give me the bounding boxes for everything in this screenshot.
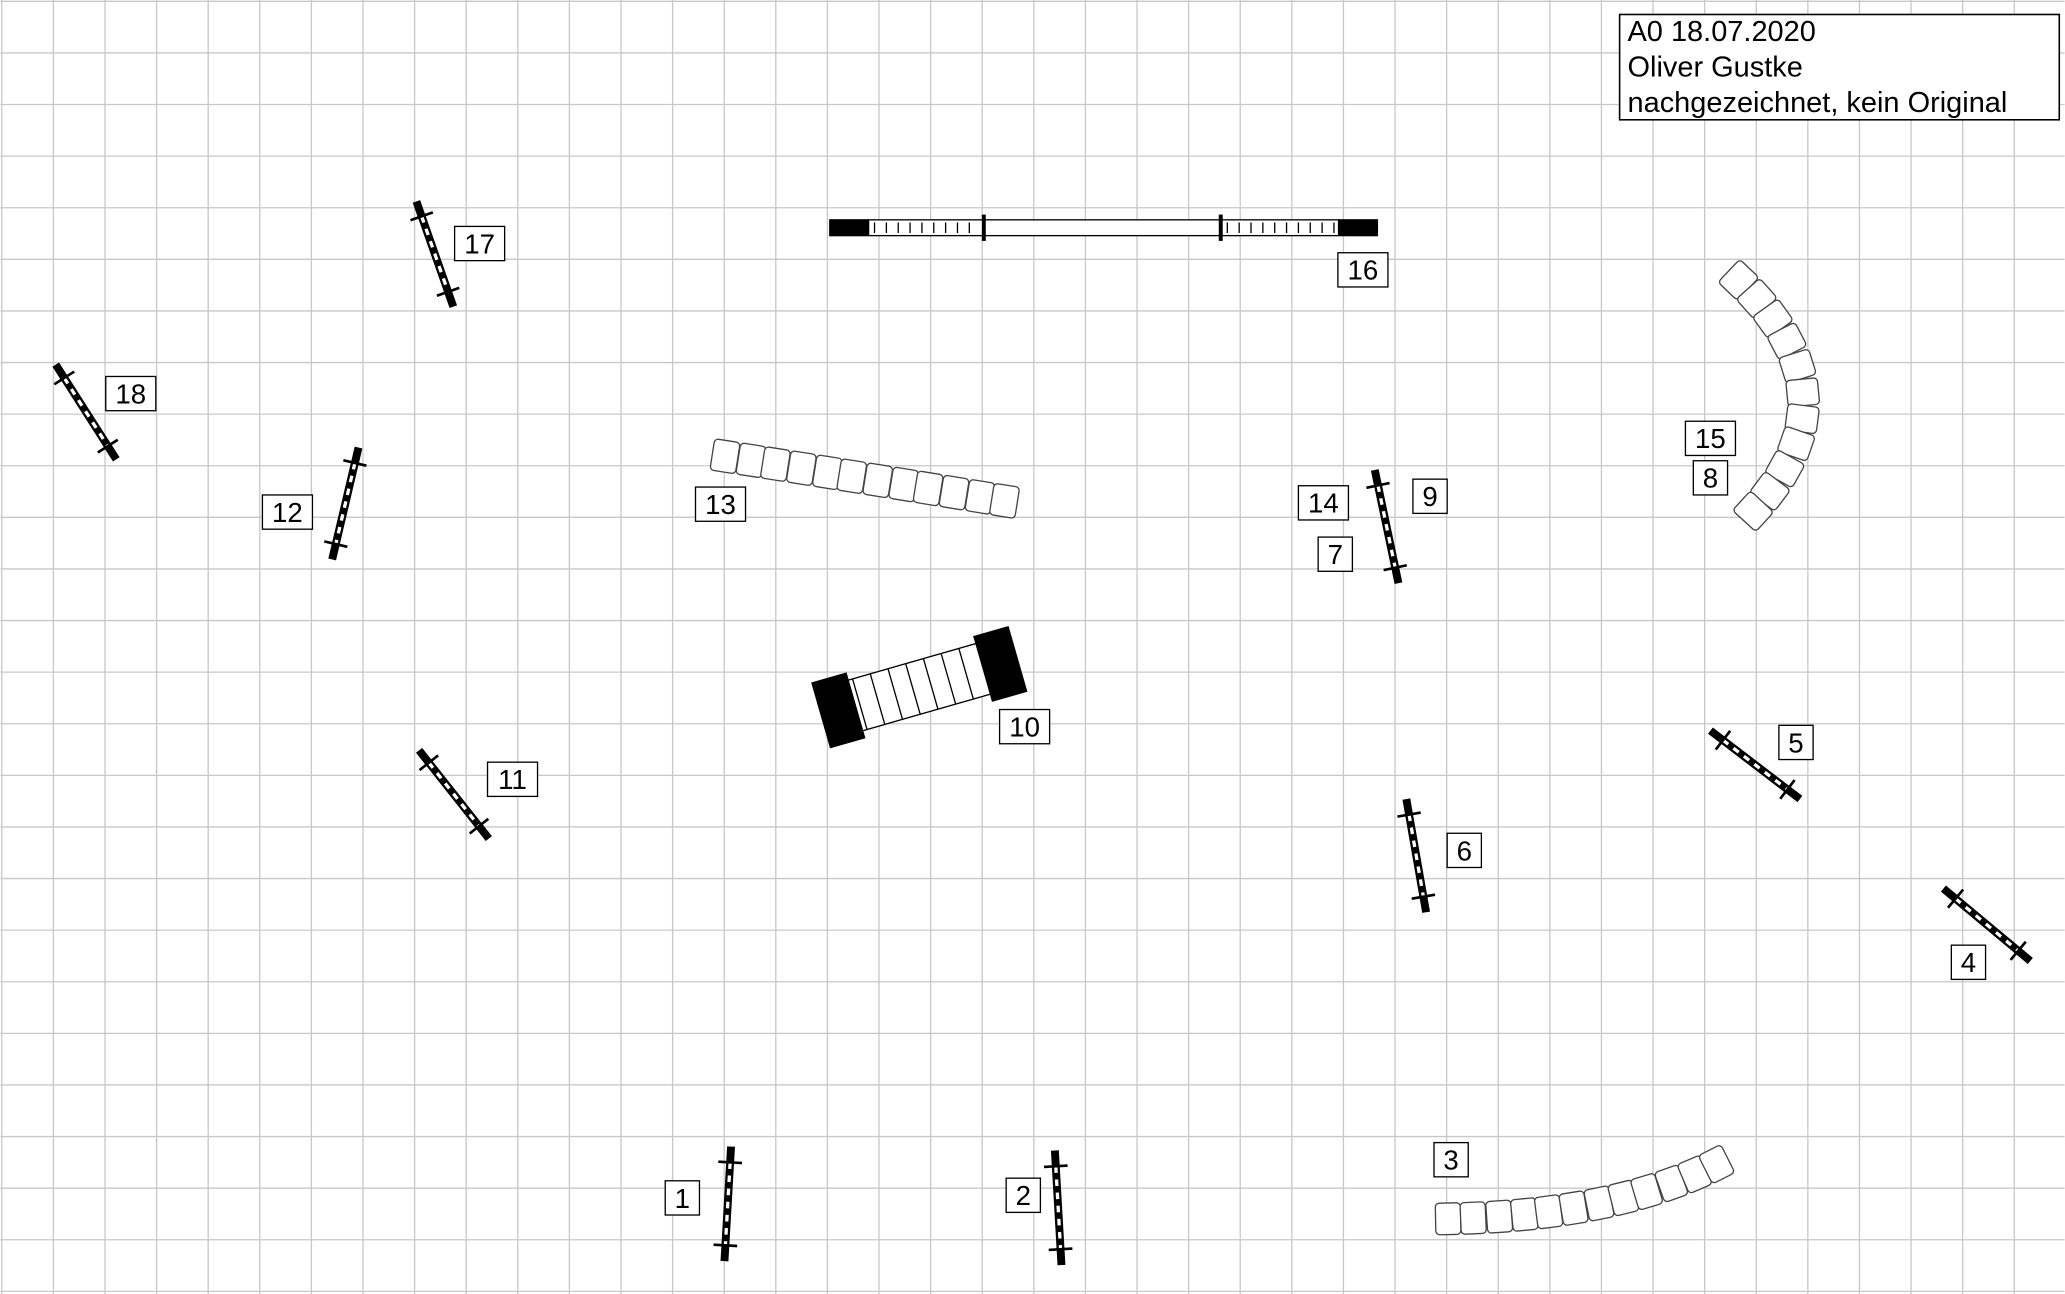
jump-9-14-7 [1366, 469, 1408, 584]
number-label-9: 9 [1412, 478, 1448, 515]
tunnel-segment [1558, 1190, 1589, 1226]
tunnel-segment [1767, 322, 1807, 360]
obstacles [52, 200, 2033, 1266]
jump-4 [1940, 885, 2033, 964]
number-label-18: 18 [105, 375, 157, 412]
number-text: 9 [1422, 481, 1437, 512]
number-label-4: 4 [1950, 944, 1987, 981]
tunnel-segment [786, 450, 817, 486]
number-text: 15 [1695, 423, 1726, 454]
number-label-6: 6 [1446, 832, 1483, 869]
tunnel-segment [912, 470, 944, 507]
tunnel-segment [1785, 377, 1820, 408]
tunnel-segment [1630, 1173, 1663, 1211]
number-label-13: 13 [694, 486, 747, 522]
number-label-8: 8 [1692, 460, 1729, 496]
number-text: 13 [705, 489, 736, 520]
number-label-2: 2 [1005, 1177, 1042, 1214]
number-label-10: 10 [998, 708, 1051, 745]
tunnel-segment [989, 483, 1020, 519]
title-box: A0 18.07.2020 Oliver Gustke nachgezeichn… [1618, 13, 2061, 121]
tunnel-segment [1434, 1202, 1462, 1236]
aframe-10 [811, 625, 1028, 749]
tunnel-segment [938, 474, 970, 511]
number-text: 10 [1009, 712, 1040, 743]
title-line-author: Oliver Gustke [1628, 51, 1803, 83]
tunnel-segment [836, 458, 868, 494]
jump-2 [1043, 1150, 1073, 1266]
tunnel-3 [1434, 1145, 1735, 1236]
jump-17 [410, 200, 460, 309]
jump-1 [713, 1146, 743, 1262]
number-text: 12 [272, 497, 303, 528]
number-text: 18 [115, 378, 146, 409]
number-text: 8 [1703, 463, 1718, 494]
number-text: 2 [1016, 1180, 1031, 1211]
jump-5 [1708, 727, 1803, 803]
tunnel-segment [709, 438, 741, 474]
number-text: 11 [498, 764, 527, 795]
tunnel-segment [760, 446, 791, 482]
number-text: 6 [1457, 835, 1472, 866]
number-text: 14 [1308, 488, 1339, 519]
number-label-11: 11 [486, 761, 539, 798]
tunnel-13 [709, 438, 1020, 519]
number-label-1: 1 [664, 1180, 701, 1216]
number-text: 3 [1443, 1145, 1458, 1176]
title-line-note: nachgezeichnet, kein Original [1628, 87, 2008, 119]
number-label-14: 14 [1297, 485, 1350, 521]
tunnel-segment [1459, 1201, 1487, 1235]
tunnel-segment [1485, 1199, 1514, 1234]
jump-12 [323, 446, 367, 561]
number-label-7: 7 [1317, 536, 1354, 572]
jump-6 [1397, 798, 1436, 913]
jump-18 [52, 362, 120, 462]
number-label-15: 15 [1684, 420, 1737, 457]
jump-11 [415, 747, 492, 841]
number-label-5: 5 [1778, 724, 1814, 761]
tunnel-segment [1533, 1194, 1564, 1230]
dogwalk-16 [829, 214, 1379, 241]
title-line-date: A0 18.07.2020 [1628, 16, 1816, 48]
number-label-16: 16 [1337, 252, 1389, 288]
number-text: 4 [1961, 947, 1976, 978]
number-text: 17 [464, 228, 495, 259]
number-label-3: 3 [1433, 1141, 1469, 1178]
tunnel-15-8 [1718, 260, 1820, 531]
number-text: 16 [1348, 255, 1379, 286]
tunnel-segment [862, 462, 894, 499]
number-text: 5 [1788, 727, 1803, 758]
number-label-17: 17 [453, 225, 506, 262]
number-text: 7 [1328, 539, 1343, 570]
tunnel-segment [1698, 1145, 1735, 1184]
tunnel-segment [1777, 426, 1815, 461]
number-label-12: 12 [261, 494, 314, 530]
number-text: 1 [675, 1183, 690, 1214]
tunnel-segment [1733, 491, 1773, 531]
